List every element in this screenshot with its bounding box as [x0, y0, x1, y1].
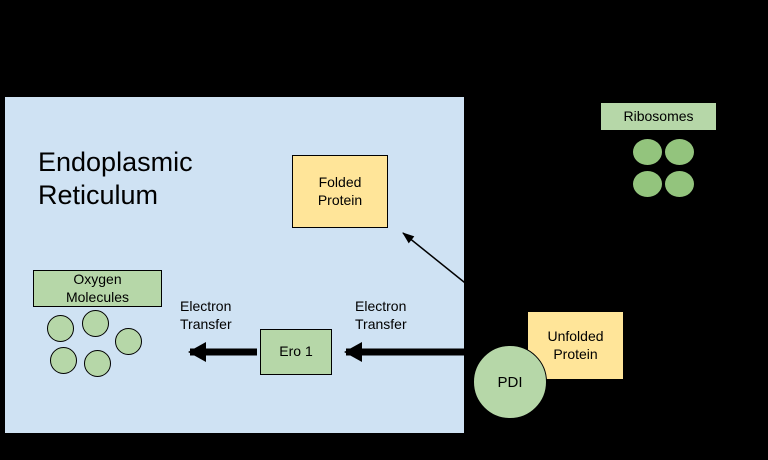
ribosome-circle	[632, 170, 663, 198]
oxygen-molecule-circle	[50, 347, 77, 374]
oxygen-molecule-circle	[84, 350, 111, 377]
endoplasmic-reticulum-region	[5, 97, 464, 433]
ero1-box: Ero 1	[260, 329, 332, 375]
electron-transfer-label-right: Electron Transfer	[355, 298, 407, 333]
ribosomes-label: Ribosomes	[623, 107, 694, 124]
ribosome-circle	[664, 170, 695, 198]
electron-transfer-label-left: Electron Transfer	[180, 298, 232, 333]
folded-protein-label: Folded Protein	[317, 174, 363, 208]
oxygen-molecules-box: Oxygen Molecules	[33, 270, 162, 307]
oxygen-molecule-circle	[115, 328, 142, 355]
endoplasmic-reticulum-label: Endoplasmic Reticulum	[38, 147, 193, 210]
unfolded-protein-label: Unfolded Protein	[547, 328, 604, 362]
ribosome-circle	[632, 138, 663, 166]
pdi-label: PDI	[497, 373, 523, 391]
oxygen-molecule-circle	[47, 315, 74, 342]
oxygen-molecule-circle	[82, 310, 109, 337]
ribosome-circle	[664, 138, 695, 166]
pdi-circle: PDI	[473, 345, 547, 419]
folded-protein-box: Folded Protein	[292, 155, 388, 228]
ribosomes-box: Ribosomes	[600, 102, 717, 131]
ero1-label: Ero 1	[279, 343, 313, 360]
oxygen-molecules-label: Oxygen Molecules	[65, 271, 130, 305]
